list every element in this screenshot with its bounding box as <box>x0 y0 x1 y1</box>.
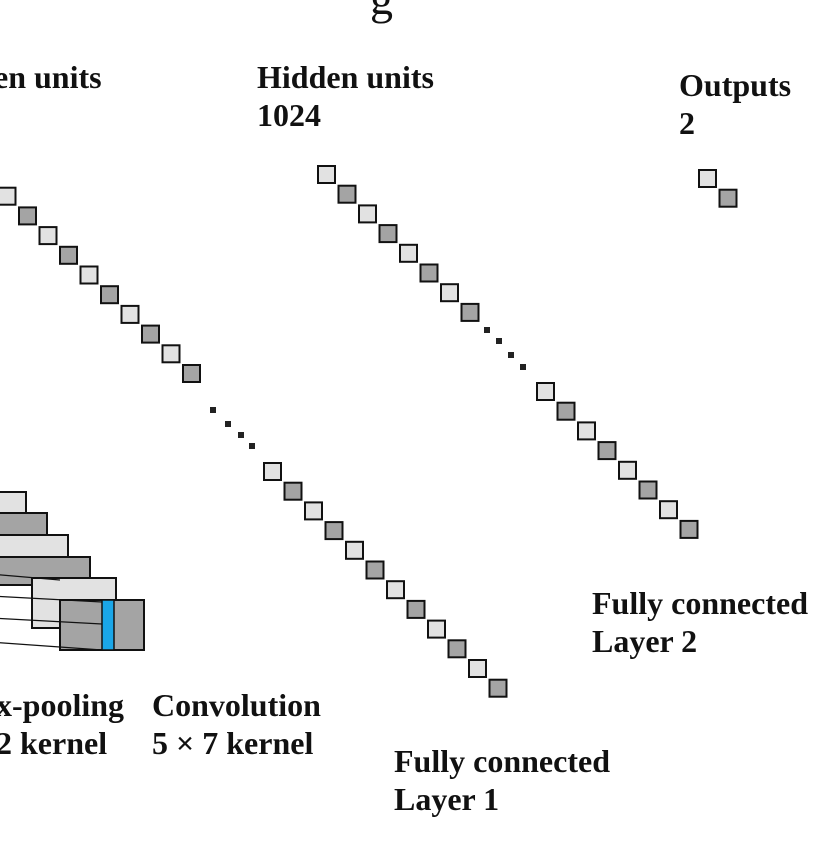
convolution-kernel-highlight <box>101 599 115 651</box>
hidden-unit <box>406 599 426 619</box>
hidden-unit <box>100 285 119 305</box>
fully-connected-layer1-units-lower <box>263 462 508 698</box>
fully-connected-layer1-label-line2: Layer 1 <box>394 781 500 817</box>
ellipsis-dot <box>484 327 490 333</box>
hidden-unit <box>365 560 385 580</box>
hidden-unit <box>141 324 160 344</box>
connection-line <box>0 574 61 581</box>
ellipsis-dot <box>225 421 231 427</box>
hidden-unit <box>182 364 201 383</box>
hidden-unit <box>283 481 303 501</box>
fully-connected-layer2-label-line1: Fully connected <box>592 585 808 621</box>
max-pooling-label-line2: 2 kernel <box>0 725 108 761</box>
hidden-unit <box>679 519 699 539</box>
max-pooling-label-line1: x-pooling <box>0 687 125 723</box>
hidden-unit <box>468 659 487 678</box>
hidden-units-count: 1024 <box>257 97 321 133</box>
hidden-unit <box>120 304 140 324</box>
hidden-unit <box>263 462 282 481</box>
hidden-unit <box>718 188 738 208</box>
hidden-unit <box>440 283 459 303</box>
hidden-unit <box>324 521 344 541</box>
hidden-unit <box>536 382 555 401</box>
convolution-label-line2: 5 × 7 kernel <box>152 725 314 761</box>
fully-connected-layer1-units <box>0 186 201 383</box>
hidden-unit <box>419 263 439 283</box>
title-fragment: g <box>370 0 393 24</box>
outputs-count: 2 <box>679 105 695 141</box>
hidden-unit <box>378 224 398 244</box>
ellipsis-dot <box>238 432 244 438</box>
hidden-unit <box>488 678 508 698</box>
hidden-unit <box>161 344 181 364</box>
fully-connected-layer2-ellipsis <box>484 327 526 370</box>
hidden-unit <box>79 265 99 285</box>
fully-connected-layer2-label-line2: Layer 2 <box>592 623 698 659</box>
ellipsis-dot <box>508 352 514 358</box>
ellipsis-dot <box>249 443 255 449</box>
fully-connected-layer2-label: Fully connected Layer 2 <box>592 584 808 660</box>
convolution-label: Convolution 5 × 7 kernel <box>152 686 321 762</box>
hidden-unit <box>447 639 467 659</box>
hidden-unit <box>317 165 336 184</box>
hidden-unit <box>304 501 323 521</box>
connection-line <box>0 642 103 651</box>
hidden-unit <box>597 441 617 461</box>
max-pooling-label: x-pooling 2 kernel <box>0 686 124 762</box>
fully-connected-layer1-label-line1: Fully connected <box>394 743 610 779</box>
hidden-unit <box>59 245 78 265</box>
outputs-label: Outputs 2 <box>679 66 791 142</box>
hidden-unit <box>427 619 446 639</box>
hidden-units-left-label-line1: en units <box>0 59 102 95</box>
hidden-unit <box>38 226 58 246</box>
hidden-unit <box>358 204 377 224</box>
ellipsis-dot <box>496 338 502 344</box>
hidden-unit <box>638 480 658 500</box>
hidden-unit <box>698 169 717 188</box>
fully-connected-layer2-units-lower <box>536 382 699 539</box>
outputs-label-line1: Outputs <box>679 67 792 103</box>
hidden-unit <box>618 460 637 480</box>
hidden-units-left-label: en units <box>0 58 102 96</box>
ellipsis-dot <box>210 407 216 413</box>
hidden-unit <box>577 421 596 441</box>
fully-connected-layer1-label: Fully connected Layer 1 <box>394 742 610 818</box>
ellipsis-dot <box>520 364 526 370</box>
output-units <box>698 169 738 208</box>
hidden-units-right-label: Hidden units 1024 <box>257 58 434 134</box>
connection-line <box>0 595 103 603</box>
convolution-feature-maps <box>0 491 145 651</box>
hidden-unit <box>0 186 17 206</box>
hidden-unit <box>659 500 678 520</box>
connection-line <box>0 617 103 625</box>
fully-connected-layer1-ellipsis <box>210 407 255 449</box>
hidden-unit <box>399 243 418 263</box>
hidden-unit <box>460 302 480 322</box>
hidden-unit <box>18 206 37 226</box>
hidden-unit <box>345 540 364 560</box>
hidden-units-right-label-line1: Hidden units <box>257 59 434 95</box>
fully-connected-layer2-units <box>317 165 480 322</box>
hidden-unit <box>337 184 357 204</box>
hidden-unit <box>556 401 576 421</box>
convolution-label-line1: Convolution <box>152 687 321 723</box>
hidden-unit <box>386 580 405 600</box>
